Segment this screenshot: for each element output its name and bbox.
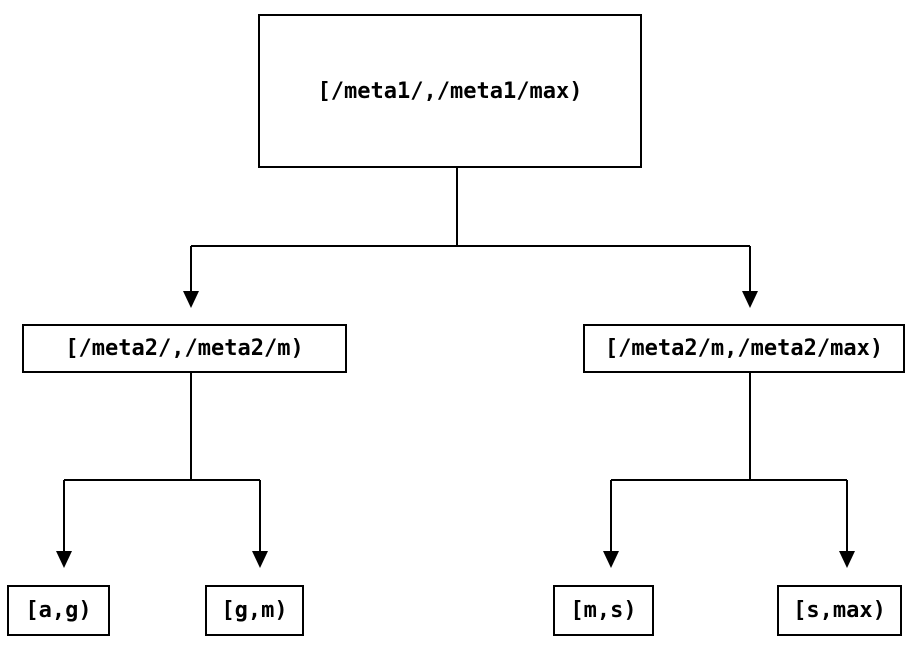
node-leaf-smax-range: [s,max) bbox=[777, 585, 902, 636]
node-leaf-gm-range: [g,m) bbox=[205, 585, 304, 636]
arrowhead-down-icon bbox=[183, 291, 199, 308]
node-leaf-ag-range: [a,g) bbox=[7, 585, 110, 636]
node-leaf-ms-label: [m,s) bbox=[570, 598, 637, 623]
connector-lines bbox=[63, 168, 848, 551]
arrowhead-down-icon bbox=[252, 551, 268, 568]
node-leaf-gm-label: [g,m) bbox=[221, 598, 288, 623]
arrowhead-down-icon bbox=[839, 551, 855, 568]
node-meta2-right-range: [/meta2/m,/meta2/max) bbox=[583, 324, 905, 373]
arrowhead-down-icon bbox=[742, 291, 758, 308]
node-meta2-left-range: [/meta2/,/meta2/m) bbox=[22, 324, 347, 373]
node-meta2-left-label: [/meta2/,/meta2/m) bbox=[65, 336, 304, 361]
node-meta2-right-label: [/meta2/m,/meta2/max) bbox=[604, 336, 884, 361]
arrowhead-down-icon bbox=[56, 551, 72, 568]
node-root-range: [/meta1/,/meta1/max) bbox=[258, 14, 642, 168]
arrowhead-down-icon bbox=[603, 551, 619, 568]
node-leaf-smax-label: [s,max) bbox=[793, 598, 886, 623]
node-leaf-ms-range: [m,s) bbox=[553, 585, 654, 636]
arrowheads bbox=[56, 291, 855, 568]
node-root-label: [/meta1/,/meta1/max) bbox=[317, 78, 583, 104]
node-leaf-ag-label: [a,g) bbox=[25, 598, 92, 623]
